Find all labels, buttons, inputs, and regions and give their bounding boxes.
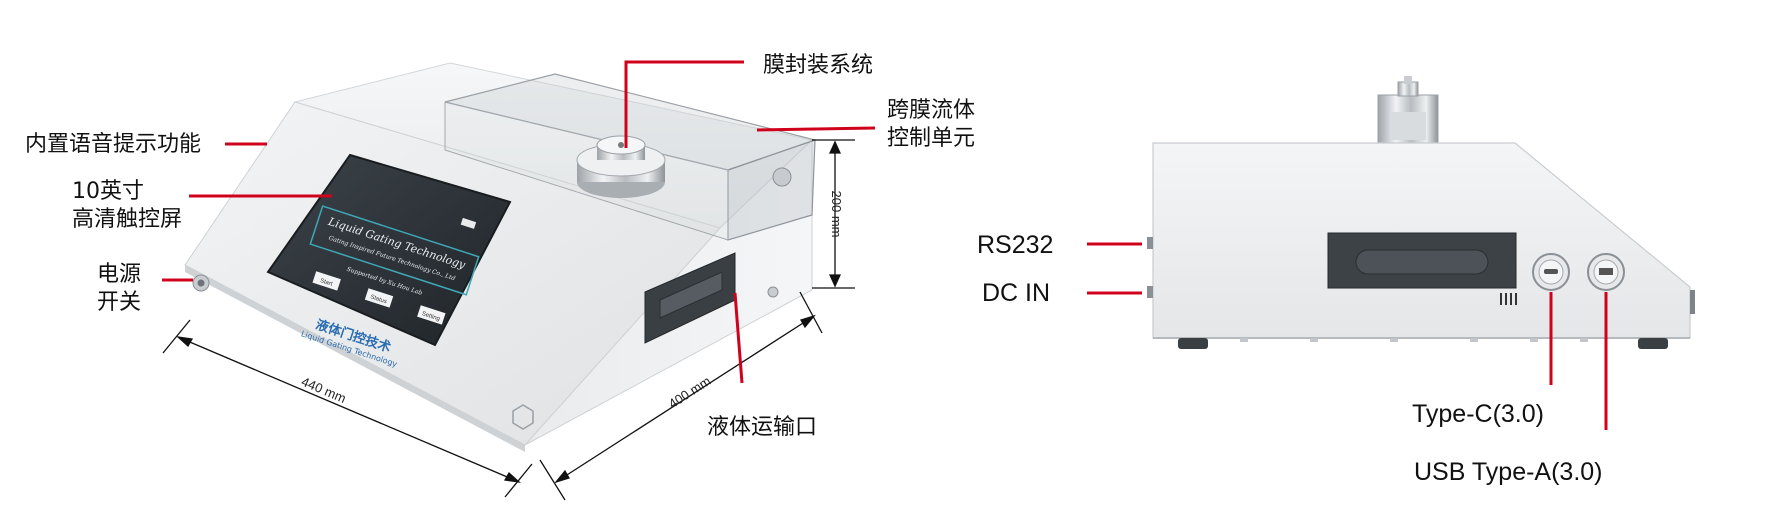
label-screen-2: 高清触控屏 bbox=[72, 207, 182, 232]
vent-icon bbox=[1500, 293, 1517, 305]
device-base-edge bbox=[185, 265, 525, 452]
screen-title-frame bbox=[309, 205, 480, 296]
dimension-height bbox=[812, 139, 855, 289]
callout-flow bbox=[756, 126, 876, 132]
side-screw bbox=[767, 286, 779, 298]
svg-text:Start: Start bbox=[319, 278, 333, 288]
cover-knob bbox=[772, 167, 792, 187]
label-type-c: Type-C(3.0) bbox=[1412, 400, 1544, 428]
dimension-width bbox=[162, 319, 533, 498]
label-voice: 内置语音提示功能 bbox=[25, 132, 201, 157]
front-edge-port bbox=[1690, 290, 1695, 314]
type-c-port[interactable] bbox=[1532, 253, 1570, 291]
callout-lines-left bbox=[162, 60, 876, 384]
liquid-transport-port[interactable] bbox=[644, 252, 736, 344]
screen-setting-button[interactable]: Setting bbox=[417, 305, 446, 325]
label-power-1: 电源 bbox=[97, 262, 141, 287]
side-membrane-knob bbox=[1377, 76, 1439, 146]
label-liquid-port: 液体运输口 bbox=[707, 415, 817, 440]
label-power-2: 开关 bbox=[97, 290, 141, 315]
touch-screen[interactable]: Liquid Gating Technology Gating Inspired… bbox=[266, 153, 512, 347]
logo-icon bbox=[512, 404, 534, 430]
side-liquid-port[interactable] bbox=[1327, 232, 1517, 289]
svg-text:Setting: Setting bbox=[421, 311, 441, 322]
power-switch-core bbox=[197, 279, 205, 287]
dim-depth-label: 400 mm bbox=[666, 373, 714, 411]
rs232-connector bbox=[1147, 237, 1153, 249]
callout-lines-right bbox=[1087, 242, 1608, 430]
dim-height-label: 200 mm bbox=[829, 191, 844, 238]
screen-status-button[interactable]: Status bbox=[364, 288, 394, 308]
label-rs232: RS232 bbox=[977, 231, 1053, 259]
foot-right bbox=[1638, 338, 1668, 349]
label-usb-a: USB Type-A(3.0) bbox=[1414, 458, 1603, 486]
device-side-view: RS232 DC IN Type-C(3.0) USB Type-A(3.0) bbox=[977, 76, 1695, 486]
dim-width-label: 440 mm bbox=[299, 374, 348, 406]
usb-a-port[interactable] bbox=[1587, 253, 1625, 291]
label-flow-1: 跨膜流体 bbox=[887, 98, 975, 123]
foot-left bbox=[1178, 338, 1208, 349]
device-3d-view: Liquid Gating Technology Gating Inspired… bbox=[25, 53, 975, 501]
label-membrane: 膜封装系统 bbox=[763, 53, 873, 78]
dimension-depth bbox=[539, 291, 823, 501]
membrane-knob[interactable] bbox=[576, 135, 666, 198]
label-dc-in: DC IN bbox=[982, 279, 1050, 307]
callout-membrane bbox=[624, 60, 744, 148]
callout-port bbox=[733, 292, 744, 384]
dc-in-connector bbox=[1147, 286, 1153, 298]
screen-status-chip bbox=[460, 217, 477, 229]
screen-start-button[interactable]: Start bbox=[312, 271, 341, 291]
label-screen-1: 10英寸 bbox=[72, 179, 144, 204]
svg-text:Status: Status bbox=[369, 294, 387, 305]
label-flow-2: 控制单元 bbox=[887, 126, 975, 151]
